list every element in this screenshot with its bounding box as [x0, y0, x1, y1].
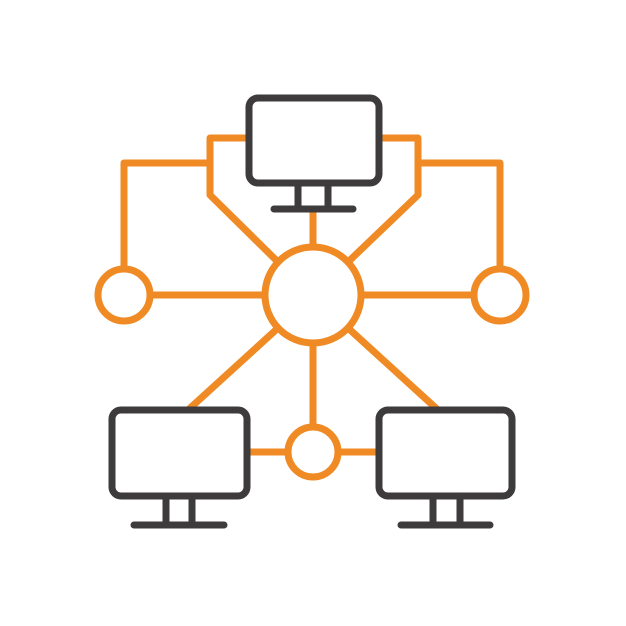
link-right-bracket-to-hub	[344, 159, 422, 266]
link-top-right-to-right-node	[376, 134, 504, 272]
link-top-left-to-left-node	[120, 134, 252, 272]
right-node-icon	[470, 265, 530, 325]
link-hub-to-bottom-left-monitor	[184, 324, 282, 414]
left-node-icon	[94, 265, 154, 325]
link-hub-to-bottom-right-monitor	[344, 324, 442, 414]
hub-node-icon	[261, 243, 365, 347]
connection-lines	[120, 134, 504, 456]
bottom-right-monitor-icon	[375, 406, 516, 529]
top-monitor-icon	[245, 94, 383, 213]
nodes	[94, 243, 530, 481]
bottom-left-monitor-icon	[108, 406, 251, 529]
link-left-bracket-to-hub	[206, 159, 282, 266]
bottom-node-icon	[284, 423, 342, 481]
